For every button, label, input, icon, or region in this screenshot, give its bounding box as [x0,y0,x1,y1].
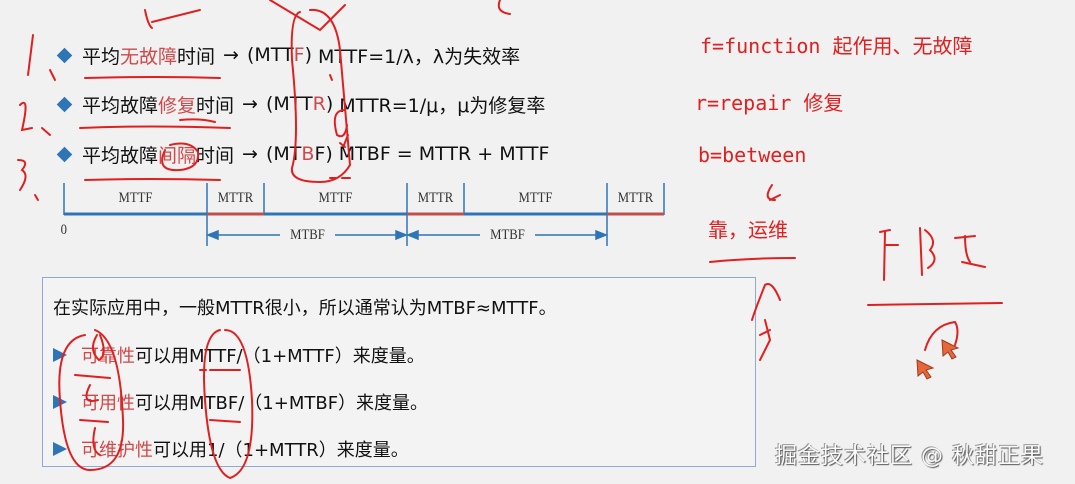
arrow-icon: → [242,93,258,115]
arrow-icon: → [242,143,258,165]
segment-mttf: MTTF [318,190,353,206]
item-term: 可靠性 [81,346,135,367]
def-formula: MTBF = MTTR + MTTF [338,143,550,165]
def-prefix: 平均 [82,45,121,68]
arrow-icon: → [223,44,239,66]
note-r-repair: r=repair 修复 [695,91,844,115]
def-formula: MTTR=1/μ，μ为修复率 [339,94,546,117]
watermark: 掘金技术社区 @ 秋甜正果 [775,444,1044,469]
def-suffix: 时间 [196,94,235,117]
cursor-icon [941,339,960,360]
segment-mttf: MTTF [118,190,153,206]
arrow-bullet-icon [53,395,67,409]
def-highlight: 修复 [158,94,197,117]
measurement-box: 在实际应用中，一般MTTR很小，所以通常认为MTBF≈MTTF。 可靠性可以用M… [42,277,756,467]
arrow-bullet-icon [53,348,67,362]
def-formula: MTTF=1/λ，λ为失效率 [318,45,521,68]
box-item-availability: 可用性可以用MTBF/（1+MTBF）来度量。 [53,389,428,415]
span-mtbf: MTBF [490,227,525,243]
item-text: 可以用1/（1+MTTR）来度量。 [153,440,409,461]
arrow-bullet-icon [53,442,67,456]
box-intro: 在实际应用中，一般MTTR很小，所以通常认为MTBF≈MTTF。 [53,298,557,319]
def-prefix: 平均故障 [82,144,159,167]
box-item-maintainability: 可维护性可以用1/（1+MTTR）来度量。 [53,436,409,462]
segment-mttr: MTTR [417,190,454,206]
abbr-pre: (MTT [246,44,294,66]
item-text: 可以用MTBF/（1+MTBF）来度量。 [135,393,429,414]
def-suffix: 时间 [196,144,235,167]
timeline-origin: 0 [60,222,67,238]
item-text: 可以用MTTF/（1+MTTF）来度量。 [135,346,425,367]
cursor-icon [916,359,935,380]
segment-mttr: MTTR [617,190,654,206]
box-item-reliability: 可靠性可以用MTTF/（1+MTTF）来度量。 [53,342,425,368]
note-f-function: f=function 起作用、无故障 [700,34,973,58]
item-term: 可用性 [81,393,135,414]
segment-mttr: MTTR [217,190,254,206]
def-highlight: 无故障 [120,45,178,68]
def-prefix: 平均故障 [82,94,159,117]
def-suffix: 时间 [177,45,216,68]
item-term: 可维护性 [81,440,153,461]
note-b-between: b=between [698,143,807,167]
timeline-diagram [63,183,665,246]
span-mtbf: MTBF [290,227,325,243]
segment-mttf: MTTF [518,190,553,206]
note-extra: 靠，运维 [708,218,788,242]
